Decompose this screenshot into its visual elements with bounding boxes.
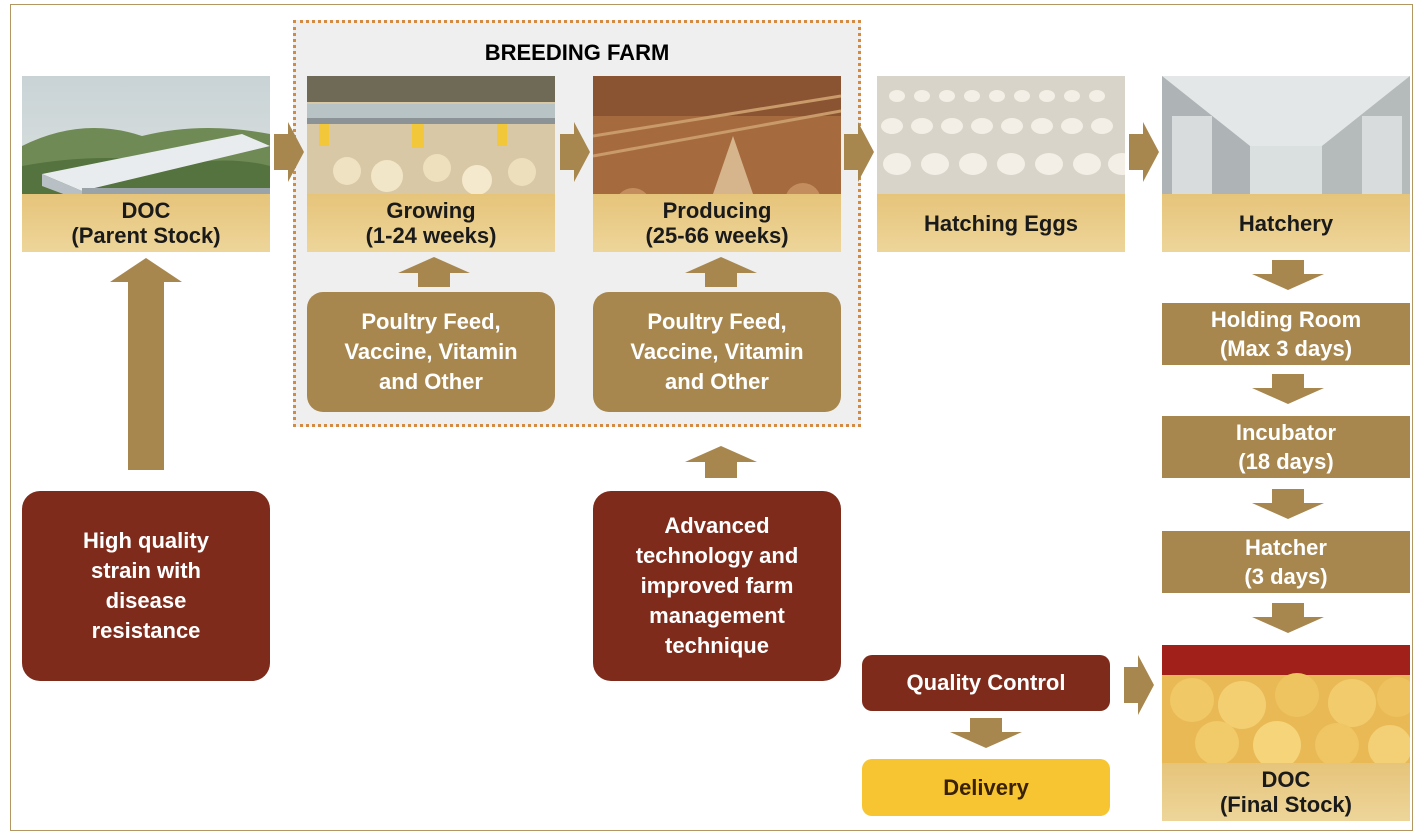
poultry-feed-growing-box: Poultry Feed, Vaccine, Vitamin and Other [307,292,555,412]
growing-photo: Growing (1-24 weeks) [307,76,555,252]
arrow-down-holding [1252,260,1324,290]
arrow-down-doc-final [1252,603,1324,633]
hatching-eggs-photo: Hatching Eggs [877,76,1125,252]
arrow-right-1 [274,122,304,182]
doc-parent-stock-photo: DOC (Parent Stock) [22,76,270,252]
arrow-up-technology [685,446,757,478]
incubator-step: Incubator (18 days) [1162,416,1410,478]
hatchery-caption: Hatchery [1162,194,1410,252]
arrow-down-hatcher [1252,489,1324,519]
arrow-down-delivery [950,718,1022,748]
advanced-technology-box: Advanced technology and improved farm ma… [593,491,841,681]
producing-photo: Producing (25-66 weeks) [593,76,841,252]
hatcher-step: Hatcher (3 days) [1162,531,1410,593]
arrow-down-incubator [1252,374,1324,404]
arrow-right-3 [844,122,874,182]
arrow-up-feed-producing [685,257,757,287]
growing-caption: Growing (1-24 weeks) [307,194,555,252]
diagram-frame [10,4,1413,831]
quality-control-box: Quality Control [862,655,1110,711]
hatching-eggs-caption: Hatching Eggs [877,194,1125,252]
poultry-feed-producing-box: Poultry Feed, Vaccine, Vitamin and Other [593,292,841,412]
arrow-right-4 [1129,122,1159,182]
arrow-right-qc [1124,655,1154,715]
doc-final-stock-photo: DOC (Final Stock) [1162,645,1410,821]
delivery-box: Delivery [862,759,1110,816]
arrow-up-feed-growing [398,257,470,287]
breeding-farm-title: BREEDING FARM [484,40,670,65]
doc-parent-stock-caption: DOC (Parent Stock) [22,194,270,252]
high-quality-strain-box: High quality strain with disease resista… [22,491,270,681]
producing-caption: Producing (25-66 weeks) [593,194,841,252]
doc-final-stock-caption: DOC (Final Stock) [1162,763,1410,821]
hatchery-photo: Hatchery [1162,76,1410,252]
arrow-up-strain [110,258,182,470]
arrow-right-2 [560,122,590,182]
holding-room-step: Holding Room (Max 3 days) [1162,303,1410,365]
